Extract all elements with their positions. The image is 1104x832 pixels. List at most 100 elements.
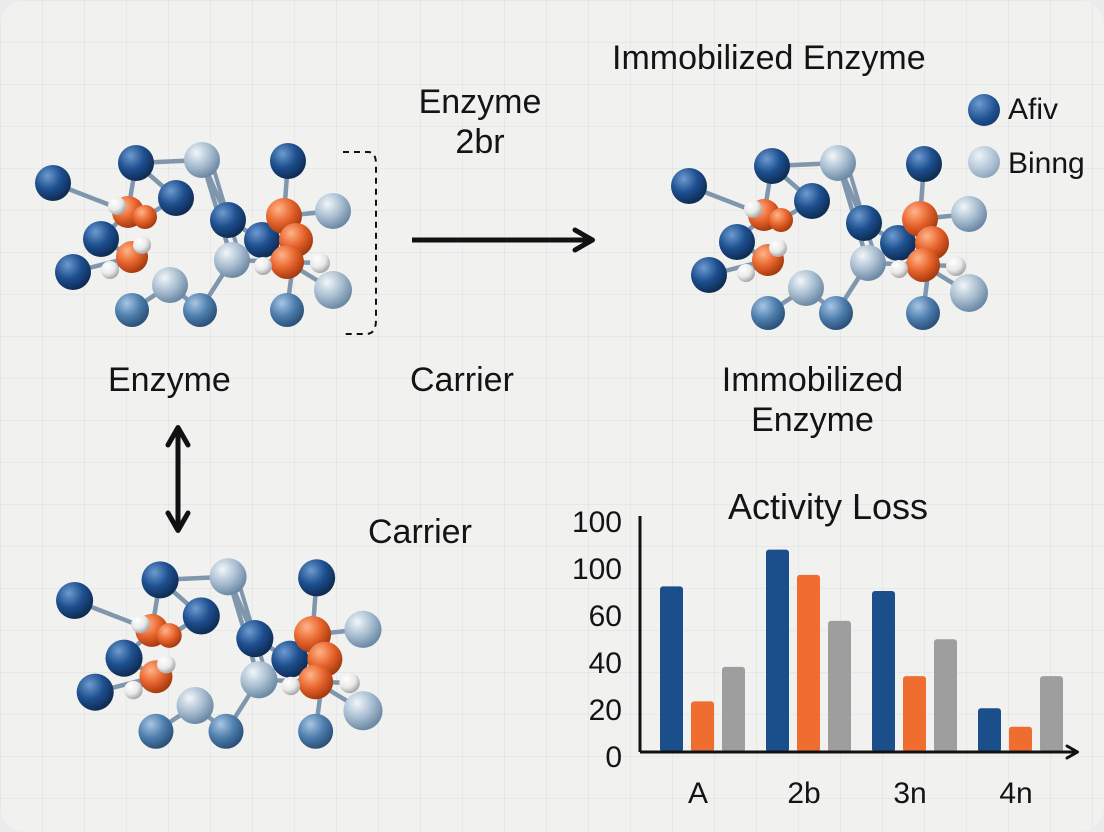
bar	[828, 620, 851, 752]
y-tick-label: 100	[572, 506, 622, 539]
white-atom	[254, 257, 272, 275]
mid-atom	[298, 713, 334, 749]
mid-atom	[138, 713, 174, 749]
orange-atom	[133, 205, 157, 229]
orange-atom	[769, 208, 793, 232]
y-tick-label: 20	[589, 694, 622, 727]
dashed-bracket	[343, 151, 377, 335]
x-tick-label: 2b	[787, 777, 820, 810]
dark-atom	[83, 221, 119, 257]
carrier-label-top: Carrier	[410, 361, 514, 399]
enzyme-molecule	[35, 142, 352, 327]
y-tick-label: 100	[572, 553, 622, 586]
dark-atom	[105, 639, 143, 677]
light-atom	[314, 271, 352, 309]
dark-atom	[794, 183, 830, 219]
dark-atom	[141, 561, 179, 599]
dark-atom	[56, 581, 94, 620]
chart-title: Activity Loss	[728, 486, 928, 527]
mid-atom	[819, 296, 853, 330]
legend-label-binng: Binng	[1008, 147, 1085, 180]
dark-atom	[35, 165, 71, 201]
dark-atom	[244, 222, 280, 258]
dark-atom	[298, 559, 336, 597]
orange-atom	[270, 245, 304, 279]
carrier-molecule	[56, 558, 383, 749]
dark-atom	[671, 168, 707, 204]
x-tick-label: A	[688, 777, 708, 810]
bar	[1040, 676, 1063, 752]
bar	[903, 676, 926, 752]
reaction-arrow-label-line1: Enzyme	[418, 83, 542, 121]
orange-atom	[298, 664, 334, 700]
light-atom	[950, 274, 988, 312]
orange-atom	[906, 248, 940, 282]
white-atom	[769, 239, 787, 257]
reaction-arrow-label-line2: 2br	[455, 123, 505, 162]
immobilized-label-line2: Enzyme	[751, 401, 874, 440]
light-atom	[184, 142, 220, 178]
light-atom	[788, 270, 824, 306]
dark-atom	[76, 673, 114, 711]
y-tick-label: 40	[589, 647, 622, 680]
reaction-arrow-label: Enzyme 2br	[380, 82, 580, 162]
dark-atom	[158, 180, 194, 216]
white-atom	[946, 256, 966, 276]
dark-atom	[236, 620, 274, 658]
white-atom	[131, 614, 150, 634]
dark-atom	[210, 202, 246, 238]
legend-swatch-binng	[968, 146, 1000, 178]
dark-atom	[270, 143, 306, 179]
enzyme-label: Enzyme	[108, 361, 231, 399]
carrier-label-bottom: Carrier	[368, 513, 472, 551]
immobilized-label-line1: Immobilized	[721, 361, 904, 399]
bar	[766, 549, 789, 752]
white-atom	[124, 680, 143, 700]
dark-atom	[906, 146, 942, 182]
y-tick-label: 60	[589, 600, 622, 633]
bar	[934, 639, 957, 752]
mid-atom	[270, 293, 304, 327]
light-atom	[240, 661, 278, 699]
white-atom	[281, 676, 301, 696]
dark-atom	[271, 640, 309, 678]
dark-atom	[754, 148, 790, 184]
diagram-title: Immobilized Enzyme	[612, 39, 926, 77]
white-atom	[101, 261, 119, 279]
light-atom	[820, 145, 856, 181]
dark-atom	[880, 225, 916, 261]
mid-atom	[751, 296, 785, 330]
white-atom	[310, 253, 330, 273]
legend-label-afiv: Afiv	[1008, 93, 1059, 126]
mid-atom	[906, 296, 940, 330]
x-tick-label: 4n	[999, 777, 1032, 810]
white-atom	[339, 672, 360, 694]
chart-bars	[660, 549, 1063, 752]
dark-atom	[846, 205, 882, 241]
mid-atom	[183, 293, 217, 327]
white-atom	[744, 200, 762, 218]
white-atom	[737, 264, 755, 282]
light-atom	[951, 196, 987, 232]
bar	[660, 586, 683, 752]
bar	[1009, 726, 1032, 752]
x-tick-label: 3n	[893, 777, 926, 810]
bar	[797, 574, 820, 752]
light-atom	[850, 245, 886, 281]
x-axis-ticks: A 2b 3n 4n	[688, 777, 1033, 810]
light-atom	[176, 687, 214, 725]
dark-atom	[55, 254, 91, 290]
light-atom	[209, 558, 247, 596]
dark-atom	[118, 145, 154, 181]
light-atom	[152, 267, 188, 303]
bar	[872, 591, 895, 752]
orange-atom	[156, 623, 182, 648]
dark-atom	[182, 597, 220, 635]
legend-swatch-afiv	[968, 94, 1000, 126]
white-atom	[156, 655, 176, 674]
bar	[722, 666, 745, 752]
